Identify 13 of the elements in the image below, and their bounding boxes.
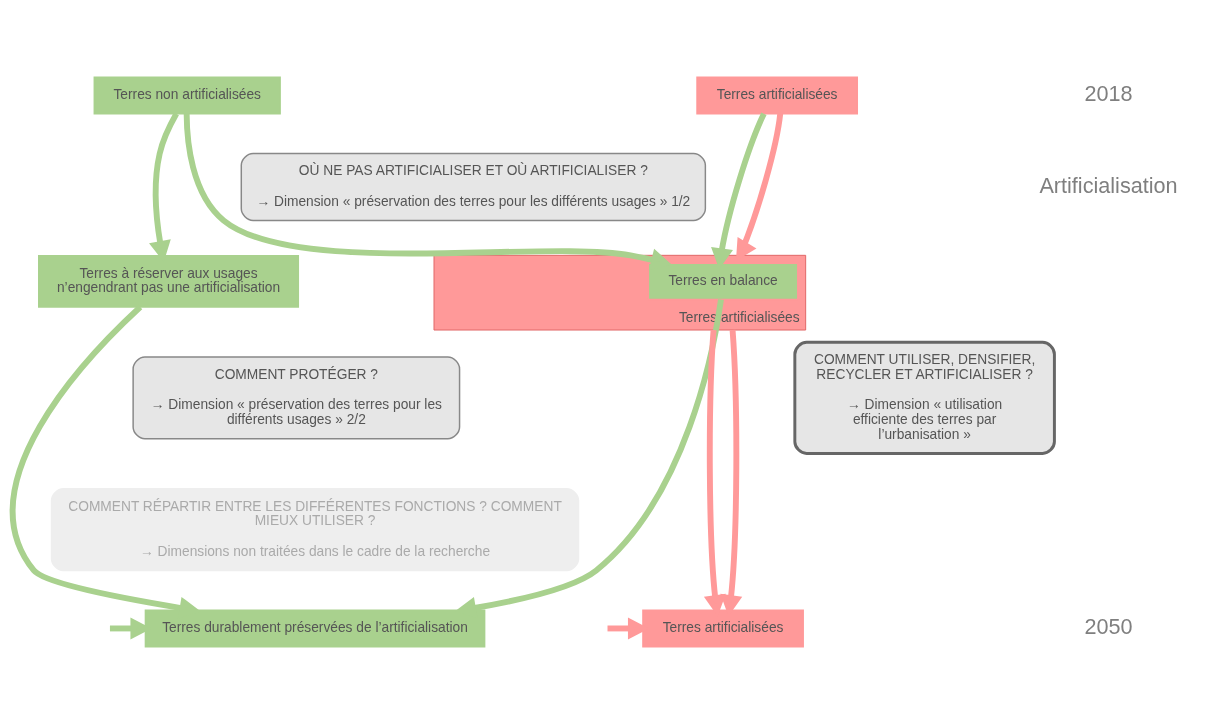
node-box: COMMENT UTILISER, DENSIFIER, RECYCLER ET ARTIFICIALISER ? → Dimension « utilisation efficiente des terres par l’urbanisation » (793, 340, 1056, 455)
label: 2050 (1084, 613, 1133, 639)
node-box: Terres non artificialisées (93, 76, 281, 114)
node-box: Terres à réserver aux usages n’engendrant pas une artificialisation (38, 254, 300, 308)
arrow (183, 113, 672, 270)
node-box: Terres en balance (647, 261, 799, 300)
label: Artificialisation (1039, 171, 1178, 197)
node-box: COMMENT PROTÉGER ? → Dimension « préservation des terres pour les différents usages » 2/2 (132, 355, 461, 439)
node-box: Terres durablement préservées de l’artificialisation (144, 609, 486, 647)
label: 2018 (1084, 80, 1133, 106)
node-box: Terres artificialisées (696, 76, 858, 114)
node-box: Terres artificialisées (642, 609, 804, 647)
node-box: OÙ NE PAS ARTIFICIALISER ET OÙ ARTIFICIALISER ? → Dimension « préservation des terres pour les différents usages » 1/2 (240, 152, 707, 221)
